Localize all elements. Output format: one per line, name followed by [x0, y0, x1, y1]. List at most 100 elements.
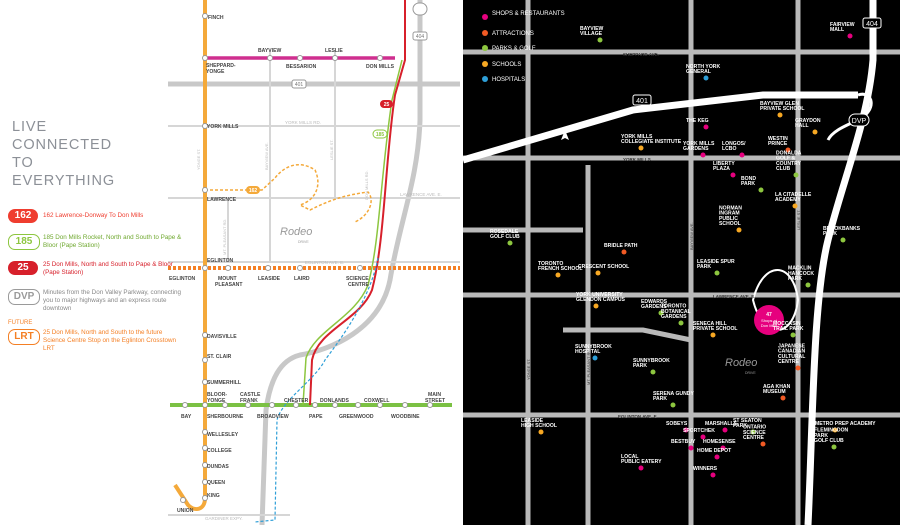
place-label: FRENCH SCHOOL — [538, 266, 582, 272]
dvp-highway — [259, 0, 423, 526]
hwy-404-badge-label: 404 — [416, 34, 425, 40]
place-dot — [758, 187, 764, 193]
place-label: GARDENS — [683, 146, 709, 152]
amenity-hwy-404-badge — [862, 17, 882, 29]
amenity-road-yonge: YONGE ST. — [526, 359, 531, 380]
legend-dot-hospitals — [482, 76, 488, 82]
legend-lrt-future-label: FUTURE — [8, 320, 33, 326]
place-dot — [720, 445, 726, 451]
place-label: LEASIDE SPUR — [697, 259, 735, 265]
station-science-centre-2: CENTRE — [348, 282, 370, 288]
place-label: PARK — [741, 181, 755, 187]
station-science-centre-1: SCIENCE — [346, 276, 369, 282]
station-bessarion: BESSARION — [286, 64, 317, 70]
place-dot — [710, 472, 716, 478]
amenity-road-network — [463, 0, 900, 525]
station-lawrence: LAWRENCE — [207, 197, 237, 203]
route-blue-dashed — [254, 257, 379, 523]
site-marker-line-3: Don Mills — [761, 323, 777, 328]
station-castle-frank-2: FRANK — [240, 398, 258, 404]
legend-attractions: ATTRACTIONS — [492, 31, 534, 37]
amenity-dvp — [804, 0, 877, 525]
place-marker: SPORTCHEK — [683, 428, 715, 440]
place-marker: THE KEG — [686, 118, 709, 130]
headline-line-3: TO — [12, 155, 34, 171]
station-greenwood: GREENWOOD — [339, 414, 374, 420]
place-label: SERENA GUNDY — [653, 391, 694, 397]
legend-lrt-text: 25 Don Mills, North and South to the fut… — [43, 329, 177, 352]
amenity-dvp-label: DVP — [852, 118, 867, 125]
station-finch: FINCH — [208, 15, 224, 21]
transit-map: 162 25 185 404 401 Rodeo DRIVE FINCH BAY… — [168, 0, 460, 526]
place-label: SENECA HILL — [693, 321, 727, 327]
place-label: SUNNYBROOK — [633, 358, 670, 364]
headline: LIVE CONNECTED TO EVERYTHING — [12, 118, 115, 190]
station-bayview: BAYVIEW — [258, 48, 281, 54]
place-label: SCHOOL — [719, 221, 741, 227]
station-don-mills: DON MILLS — [366, 64, 395, 70]
station-king: KING — [207, 493, 220, 499]
hwy-401-badge — [291, 79, 307, 89]
place-label: CRESCENT SCHOOL — [578, 264, 629, 270]
place-label: AGA KHAN — [763, 384, 791, 390]
place-label: LA CITADELLE — [775, 192, 812, 198]
place-label: LIBERTY — [713, 161, 735, 167]
station-mount-pleasant-2: PLEASANT — [215, 282, 243, 288]
place-label: THE KEG — [686, 118, 709, 124]
station-sheppard-yonge-1: SHEPPARD- — [206, 63, 236, 69]
amenity-highway-401 — [463, 91, 858, 164]
place-label: NORMAN — [719, 205, 742, 211]
place-label: METRO PREP ACADEMY — [815, 421, 876, 427]
place-dot — [597, 37, 603, 43]
place-label: BOTANICAL — [661, 309, 691, 315]
legend-shops: SHOPS & RESTAURANTS — [492, 11, 565, 17]
legend-dot-attractions — [482, 30, 488, 36]
route-162-badge-label: 162 — [249, 188, 258, 194]
station-bay: BAY — [181, 414, 192, 420]
place-label: HALL — [795, 123, 809, 129]
place-label: PARK — [733, 423, 747, 429]
station-eglinton: EGLINTON — [207, 258, 234, 264]
headline-line-1: LIVE — [12, 119, 48, 135]
place-dot — [700, 152, 706, 158]
road-label-bayview: BAYVIEW AVE. — [264, 142, 269, 170]
amenity-rodeo-logo-sub: DRIVE — [745, 371, 756, 375]
site-marker — [754, 305, 784, 335]
place-dot — [683, 427, 689, 433]
amenity-rodeo-logo: Rodeo — [725, 357, 757, 369]
place-marker: METRO PREP ACADEMY — [815, 421, 876, 433]
place-label: LEASIDE — [521, 418, 544, 424]
place-label: BOND — [741, 176, 756, 182]
dvp-badge — [412, 2, 428, 16]
amenity-legend: SHOPS & RESTAURANTS ATTRACTIONS PARKS & … — [482, 11, 565, 83]
place-label: YORK MILLS — [621, 134, 653, 140]
rodeo-logo: Rodeo — [280, 226, 312, 238]
place-dot — [710, 332, 716, 338]
route-25-badge-label: 25 — [384, 102, 390, 108]
place-dot — [507, 240, 513, 246]
place-label: GLENDON CAMPUS — [576, 297, 626, 303]
hwy-401-badge-label: 401 — [295, 82, 304, 88]
place-label: CULTURAL — [778, 354, 805, 360]
place-dot — [847, 33, 853, 39]
route-25-line — [309, 0, 406, 406]
place-label: WESTIN — [768, 136, 788, 142]
place-label: GOLF CLUB — [814, 438, 844, 444]
place-marker: BRIDLE PATH — [604, 243, 638, 255]
place-dot — [736, 227, 742, 233]
place-label: GARDENS — [641, 304, 667, 310]
station-main-street-1: MAIN — [428, 392, 441, 398]
place-dot — [592, 355, 598, 361]
place-dot — [840, 237, 846, 243]
